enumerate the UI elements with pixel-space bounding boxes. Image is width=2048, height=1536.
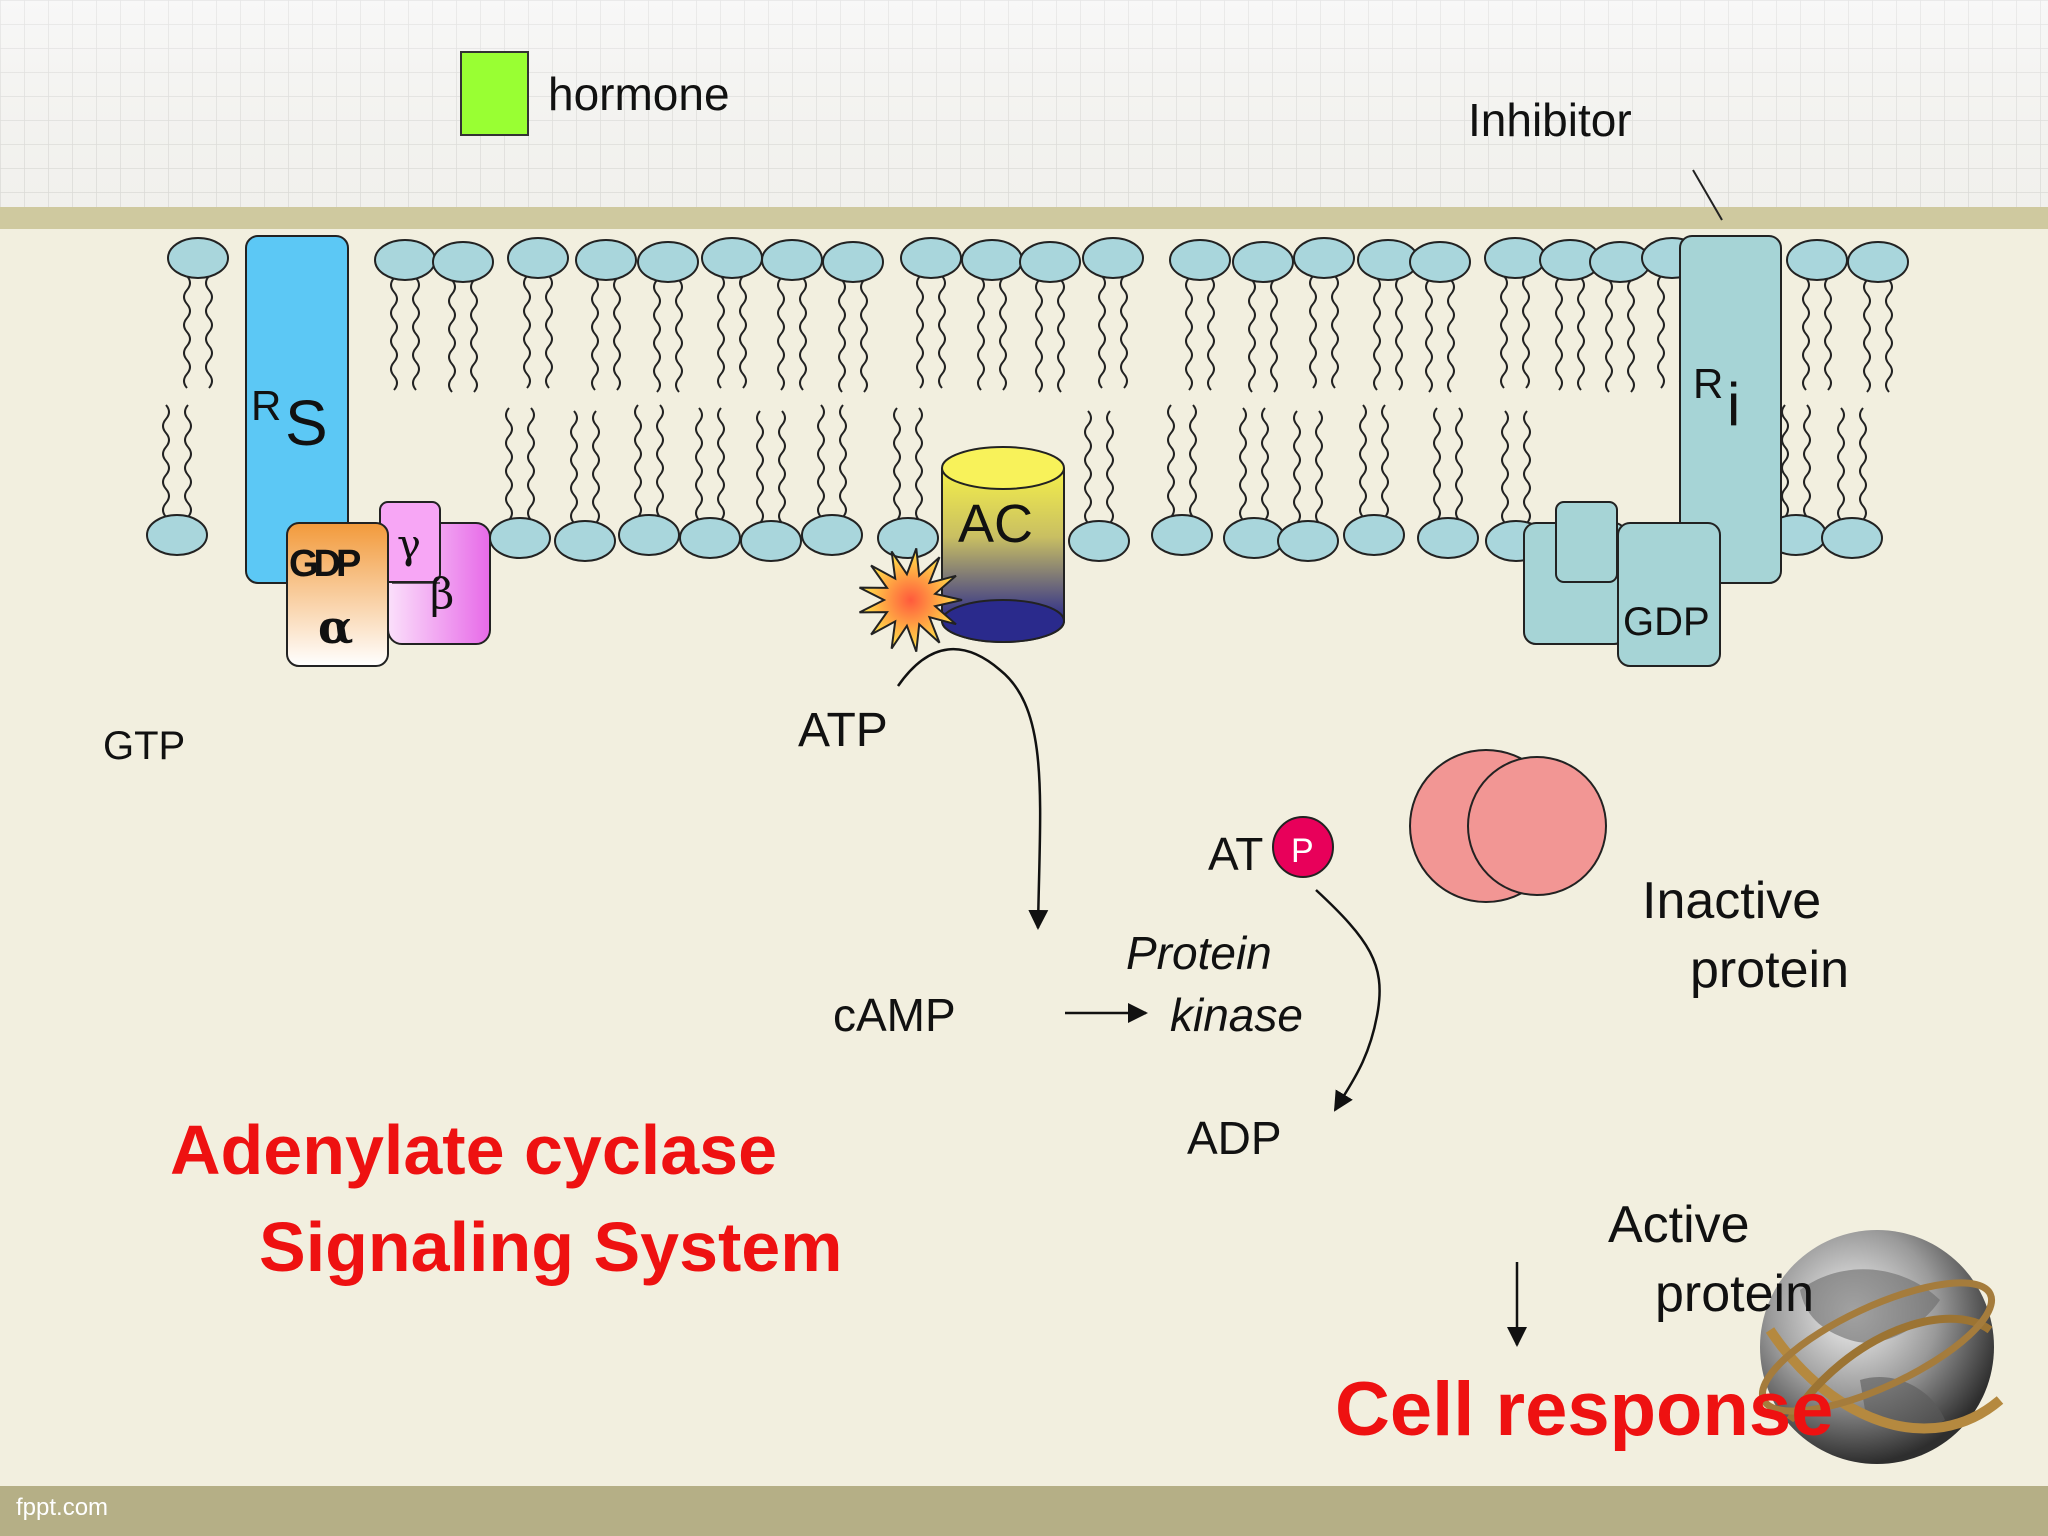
- hormone-legend-swatch: [460, 51, 529, 136]
- cell-response-label: Cell response: [1335, 1367, 1834, 1452]
- receptor-s-main: S: [285, 387, 328, 459]
- lipid-molecule: [761, 239, 823, 391]
- hormone-legend-label: hormone: [548, 68, 730, 120]
- gamma-symbol: γ: [397, 522, 421, 568]
- atp-to-camp-arrow: [896, 648, 1049, 930]
- camp-label: cAMP: [833, 989, 956, 1041]
- lipid-molecule: [432, 241, 494, 393]
- ac-label: AC: [958, 494, 1033, 554]
- receptor-i: [1679, 235, 1782, 584]
- active-protein-line2: protein: [1655, 1265, 1814, 1323]
- activation-burst-icon: [859, 548, 963, 652]
- inactive-protein-right-subunit: [1467, 756, 1607, 896]
- lipid-molecule: [1589, 241, 1651, 393]
- lipid-molecule: [1019, 241, 1081, 393]
- lipid-molecule: [822, 241, 884, 393]
- lipid-molecule: [637, 241, 699, 393]
- gi-gdp-label: GDP: [1623, 600, 1710, 644]
- lipid-molecule: [1232, 241, 1294, 393]
- footer-brand: fppt.com: [16, 1494, 109, 1521]
- lipid-molecule: [507, 237, 569, 389]
- receptor-i-sup: R: [1693, 360, 1723, 407]
- lipid-molecule: [701, 237, 763, 389]
- receptor-s-sup: R: [251, 382, 281, 429]
- lipid-molecule: [1847, 241, 1909, 393]
- gi-alpha-subunit: [1617, 522, 1721, 667]
- alpha-symbol: α: [318, 600, 353, 654]
- lipid-molecule: [1068, 410, 1130, 562]
- lipid-molecule: [554, 410, 616, 562]
- title-line1: Adenylate cyclase: [170, 1111, 778, 1189]
- atp-label: ATP: [798, 704, 888, 757]
- title-line2: Signaling System: [259, 1208, 843, 1286]
- gs-gdp-label: GDP: [289, 543, 361, 585]
- inactive-protein-line2: protein: [1690, 941, 1849, 999]
- lipid-molecule: [1409, 241, 1471, 393]
- lipid-molecule: [167, 237, 229, 389]
- lipid-molecule: [1151, 404, 1213, 556]
- bottom-band: [0, 1486, 2048, 1536]
- lipid-molecule: [1357, 239, 1419, 391]
- lipid-molecule: [1539, 239, 1601, 391]
- lipid-molecule: [877, 407, 939, 559]
- lipid-molecule: [1821, 407, 1883, 559]
- lipid-molecule: [740, 410, 802, 562]
- lipid-molecule: [961, 239, 1023, 391]
- top-band: [0, 207, 2048, 229]
- atp-to-adp-arrow: [1315, 889, 1381, 1112]
- beta-symbol: β: [430, 569, 454, 618]
- inactive-protein-line1: Inactive: [1642, 872, 1822, 930]
- lipid-molecule: [900, 237, 962, 389]
- inhibitor-label: Inhibitor: [1468, 94, 1632, 146]
- lipid-molecule: [1169, 239, 1231, 391]
- lipid-molecule: [1786, 239, 1848, 391]
- lipid-molecule: [1277, 410, 1339, 562]
- active-protein-line1: Active: [1608, 1196, 1750, 1254]
- adenylate-cyclase-body: [942, 468, 1064, 621]
- lipid-molecule: [374, 239, 436, 391]
- g-alpha-subunit: [286, 522, 389, 667]
- lipid-molecule: [1417, 407, 1479, 559]
- gtp-label: GTP: [103, 724, 186, 768]
- globe-decoration-icon: [1758, 1230, 2004, 1464]
- lipid-molecule: [1293, 237, 1355, 389]
- protein-kinase-line2: kinase: [1170, 989, 1303, 1041]
- lipid-molecule: [1082, 237, 1144, 389]
- receptor-i-main: i: [1727, 371, 1740, 438]
- lipid-molecule: [618, 404, 680, 556]
- lipid-molecule: [146, 404, 208, 556]
- phosphate-icon: [1272, 816, 1334, 878]
- gi-gamma-subunit: [1555, 501, 1618, 583]
- lipid-molecule: [489, 407, 551, 559]
- atp-phospho-prefix: AT: [1208, 828, 1264, 880]
- lipid-molecule: [575, 239, 637, 391]
- inhibitor-pointer-line: [1692, 169, 1723, 221]
- adp-label: ADP: [1187, 1112, 1282, 1164]
- phosphate-p-label: P: [1291, 832, 1314, 870]
- protein-kinase-line1: Protein: [1126, 927, 1272, 979]
- lipid-molecule: [801, 404, 863, 556]
- lipid-molecule: [679, 407, 741, 559]
- lipid-molecule: [1343, 404, 1405, 556]
- adenylate-cyclase-top: [941, 446, 1065, 490]
